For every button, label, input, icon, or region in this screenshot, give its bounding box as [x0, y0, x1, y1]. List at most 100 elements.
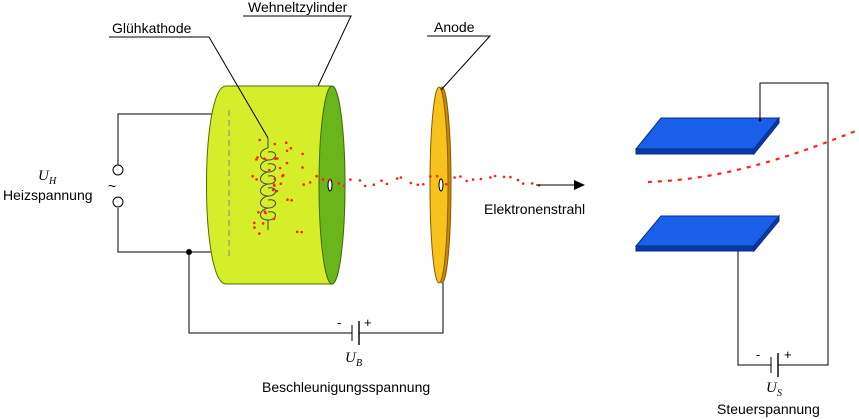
electron-dot	[429, 175, 432, 178]
electron-dot	[290, 199, 294, 202]
ac-symbol: ~	[108, 178, 116, 194]
electron-dot	[459, 175, 462, 178]
electron-dot	[273, 177, 277, 181]
control-plus: +	[784, 347, 792, 362]
electron-dot	[300, 230, 304, 234]
leader-lines	[109, 15, 492, 139]
electron-dot	[502, 175, 506, 179]
electron-dot	[271, 188, 275, 192]
electron-dot	[286, 198, 289, 201]
electron-dot	[295, 230, 299, 234]
control-minus: -	[756, 347, 760, 362]
electron-dot	[258, 138, 262, 142]
junction-dot	[186, 249, 192, 255]
electron-dot	[263, 157, 266, 160]
electron-dot	[479, 177, 483, 181]
electron-dot	[302, 183, 306, 186]
electron-dot	[343, 184, 346, 187]
deflection-plates	[634, 116, 781, 253]
control-voltage-symbol: U	[766, 380, 778, 396]
electron-cloud	[251, 138, 541, 235]
electron-dot	[301, 152, 304, 156]
electron-dot	[272, 217, 276, 221]
electron-dot	[268, 168, 271, 172]
electron-dot	[251, 174, 254, 178]
electron-dot	[399, 176, 403, 179]
heater-voltage-sub: H	[48, 176, 57, 187]
electron-dot	[256, 156, 259, 159]
electron-dot	[255, 178, 258, 181]
electron-dot	[279, 182, 283, 185]
deflected-beam	[647, 128, 859, 184]
electron-dot	[321, 178, 325, 181]
wehnelt-label: Wehneltzylinder	[248, 0, 348, 15]
electron-dot	[315, 174, 318, 178]
electron-dot	[253, 226, 256, 229]
electron-dot	[253, 221, 256, 225]
electron-dot	[284, 141, 288, 144]
electron-dot	[281, 173, 285, 177]
electron-dot	[261, 222, 265, 225]
electron-dot	[516, 178, 520, 182]
electron-dot	[435, 174, 439, 178]
upper-plate	[634, 116, 781, 156]
lower-plate	[634, 214, 781, 253]
electron-dot	[465, 179, 469, 183]
electron-dot	[422, 183, 425, 186]
electron-dot	[358, 179, 362, 182]
electron-dot	[285, 161, 289, 165]
electron-dot	[409, 181, 413, 185]
electron-dot	[308, 181, 312, 184]
control-wire-left	[737, 251, 771, 366]
electron-dot	[471, 178, 475, 181]
electron-dot	[272, 183, 276, 186]
control-voltage-sub: S	[777, 388, 782, 399]
electron-dot	[275, 189, 279, 193]
heater-voltage-symbol: U	[38, 168, 50, 184]
electron-dot	[489, 176, 492, 179]
electron-dot	[274, 157, 278, 160]
anode-disk	[429, 86, 452, 284]
accel-wire-left	[188, 252, 352, 334]
heater-terminal-bottom	[112, 196, 124, 208]
electron-dot	[416, 183, 420, 186]
electron-dot	[521, 182, 525, 185]
electron-dot	[273, 142, 277, 146]
accel-plus: +	[364, 315, 372, 330]
accel-voltage-sub: B	[356, 358, 362, 369]
cathode-coil	[260, 138, 276, 230]
electron-dot	[255, 158, 258, 161]
electron-dot	[395, 177, 399, 180]
electron-dot	[453, 176, 456, 179]
electron-dot	[349, 178, 352, 181]
anode-label: Anode	[434, 19, 475, 35]
electron-dot	[493, 174, 497, 178]
electron-dot	[289, 146, 293, 150]
accel-minus: -	[337, 315, 341, 330]
electron-dot	[301, 166, 304, 169]
cathode-label: Glühkathode	[112, 20, 192, 36]
electron-dot	[363, 184, 367, 188]
electron-dot	[328, 178, 332, 182]
heater-voltage-name: Heizspannung	[3, 187, 93, 203]
electron-dot	[380, 179, 383, 182]
wehnelt-cylinder	[206, 85, 346, 285]
electron-dot	[337, 182, 341, 185]
heater-terminal-top	[112, 164, 124, 176]
accel-voltage-symbol: U	[345, 350, 357, 366]
electron-dot	[257, 211, 260, 214]
electron-dot	[258, 232, 261, 235]
control-wire-right	[759, 82, 829, 366]
control-voltage-name: Steuerspannung	[717, 401, 820, 417]
electron-dot	[372, 183, 376, 186]
accel-wire-right	[359, 280, 444, 334]
electron-dot	[444, 183, 448, 186]
beam-label: Elektronenstrahl	[484, 201, 585, 217]
accel-voltage-name: Beschleunigungsspannung	[262, 379, 430, 395]
electron-dot	[509, 175, 512, 179]
electron-dot	[278, 166, 282, 170]
control-circuit	[737, 82, 829, 377]
beam-arrow	[536, 180, 585, 190]
